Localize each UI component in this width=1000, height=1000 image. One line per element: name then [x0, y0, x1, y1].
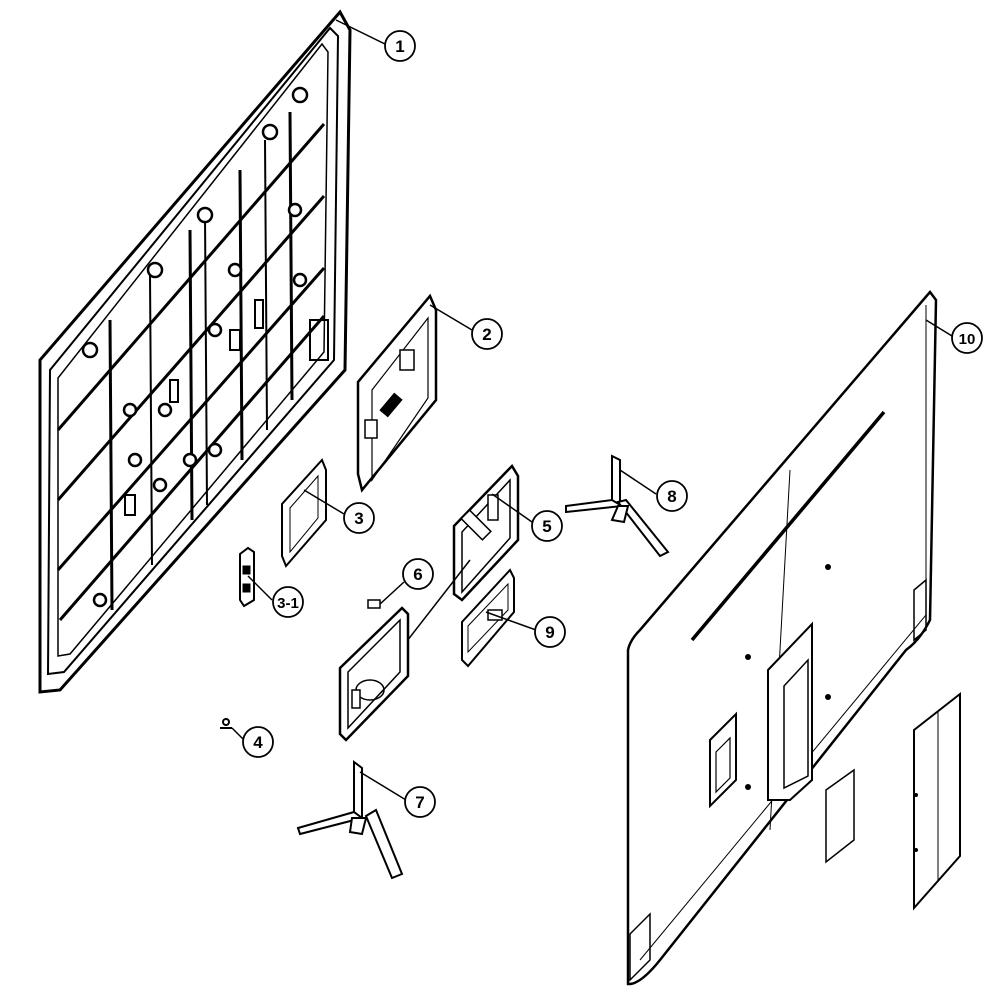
part-7-stand-left — [296, 760, 404, 880]
part-5-speaker-right — [452, 463, 520, 602]
part-8-stand-right — [565, 454, 670, 558]
part-10-rear-cover — [626, 290, 961, 986]
callout-3-1: 3-1 — [272, 586, 304, 618]
callout-4: 4 — [242, 726, 274, 758]
callout-4-label: 4 — [253, 733, 263, 752]
speaker-cable — [399, 559, 471, 651]
callout-8-label: 8 — [667, 487, 676, 506]
callout-6-label: 6 — [413, 565, 422, 584]
leader-lines — [231, 19, 953, 801]
callout-5: 5 — [531, 510, 563, 542]
callout-7-label: 7 — [415, 793, 424, 812]
callout-3-label: 3 — [354, 509, 363, 528]
callout-9: 9 — [534, 616, 566, 648]
part-6-speaker-left — [338, 599, 410, 742]
callout-5-label: 5 — [542, 517, 551, 536]
part-4-screw — [220, 718, 232, 729]
part-3-1-slim-board — [239, 546, 255, 608]
callout-3: 3 — [343, 502, 375, 534]
callout-2: 2 — [471, 318, 503, 350]
callout-1-label: 1 — [395, 37, 404, 56]
callout-10-label: 10 — [959, 331, 976, 348]
callout-6: 6 — [402, 558, 434, 590]
callout-10: 10 — [951, 322, 983, 354]
callout-8: 8 — [656, 480, 688, 512]
callout-9-label: 9 — [545, 623, 554, 642]
callout-2-label: 2 — [482, 325, 491, 344]
callout-7: 7 — [404, 786, 436, 818]
part-2-main-board — [356, 293, 438, 493]
callout-3-1-label: 3-1 — [277, 595, 299, 612]
part-1-panel-frame — [38, 9, 352, 694]
callout-1: 1 — [384, 30, 416, 62]
part-3-small-board — [281, 458, 327, 568]
